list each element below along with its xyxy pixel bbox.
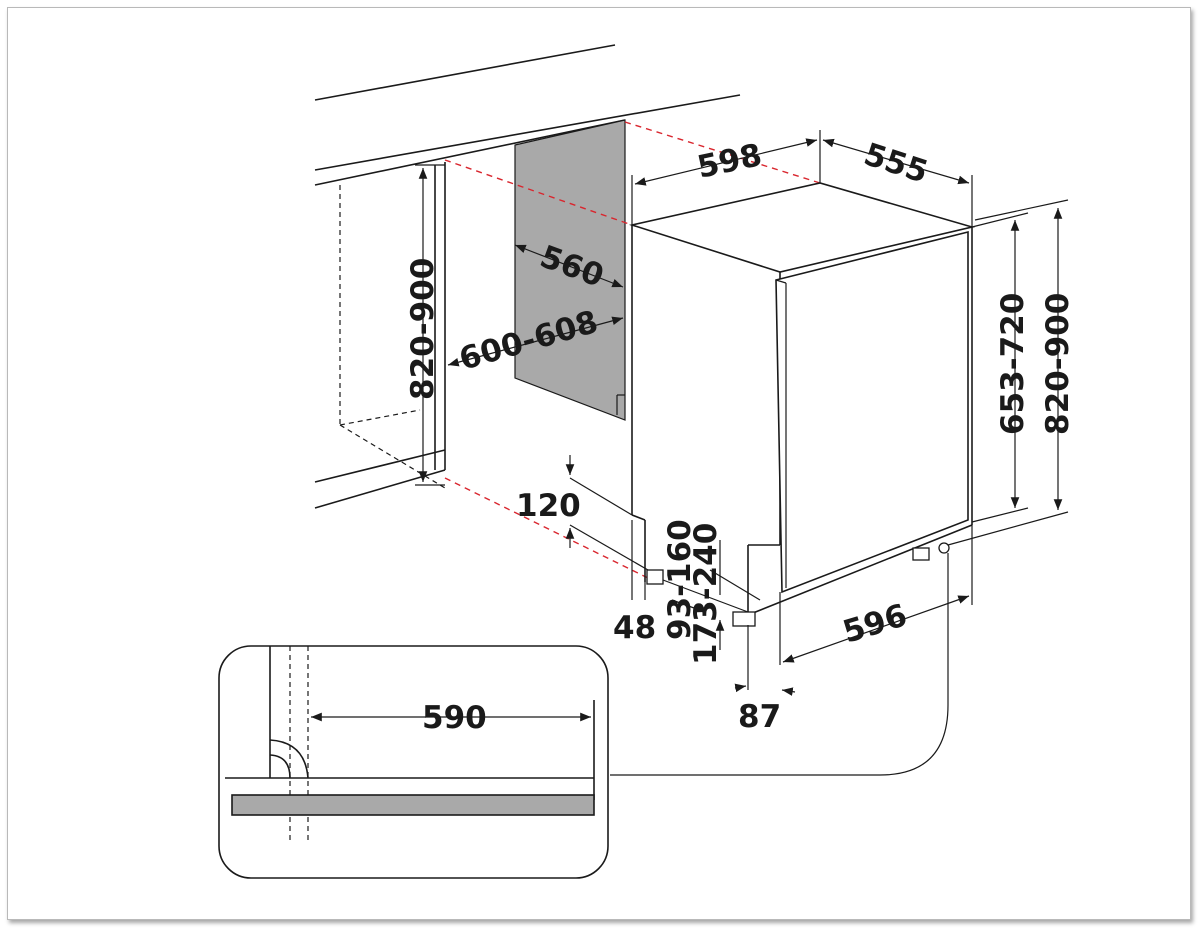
label-door-width: 596 [839, 597, 911, 650]
label-door-height: 653-720 [995, 293, 1031, 435]
label-plinth-height-range: 173-240 [688, 523, 724, 665]
label-niche-height: 820-900 [405, 258, 441, 400]
adjustable-feet [646, 542, 950, 627]
label-foot-offset: 48 [613, 610, 656, 646]
dimension-lines [415, 130, 1069, 696]
label-plinth-clearance: 120 [516, 488, 581, 524]
countertop [314, 44, 741, 186]
label-door-offset: 87 [738, 699, 781, 735]
label-foot-height-range: 93-160 [662, 519, 698, 640]
detail-content [225, 646, 595, 840]
dishwasher-door [775, 230, 969, 594]
label-appliance-depth: 555 [860, 136, 933, 190]
label-appliance-width: 598 [694, 137, 765, 186]
label-detail-width: 590 [422, 700, 487, 736]
detail-box [218, 645, 609, 879]
label-total-height: 820-900 [1040, 293, 1076, 435]
detail-leader [610, 553, 949, 776]
